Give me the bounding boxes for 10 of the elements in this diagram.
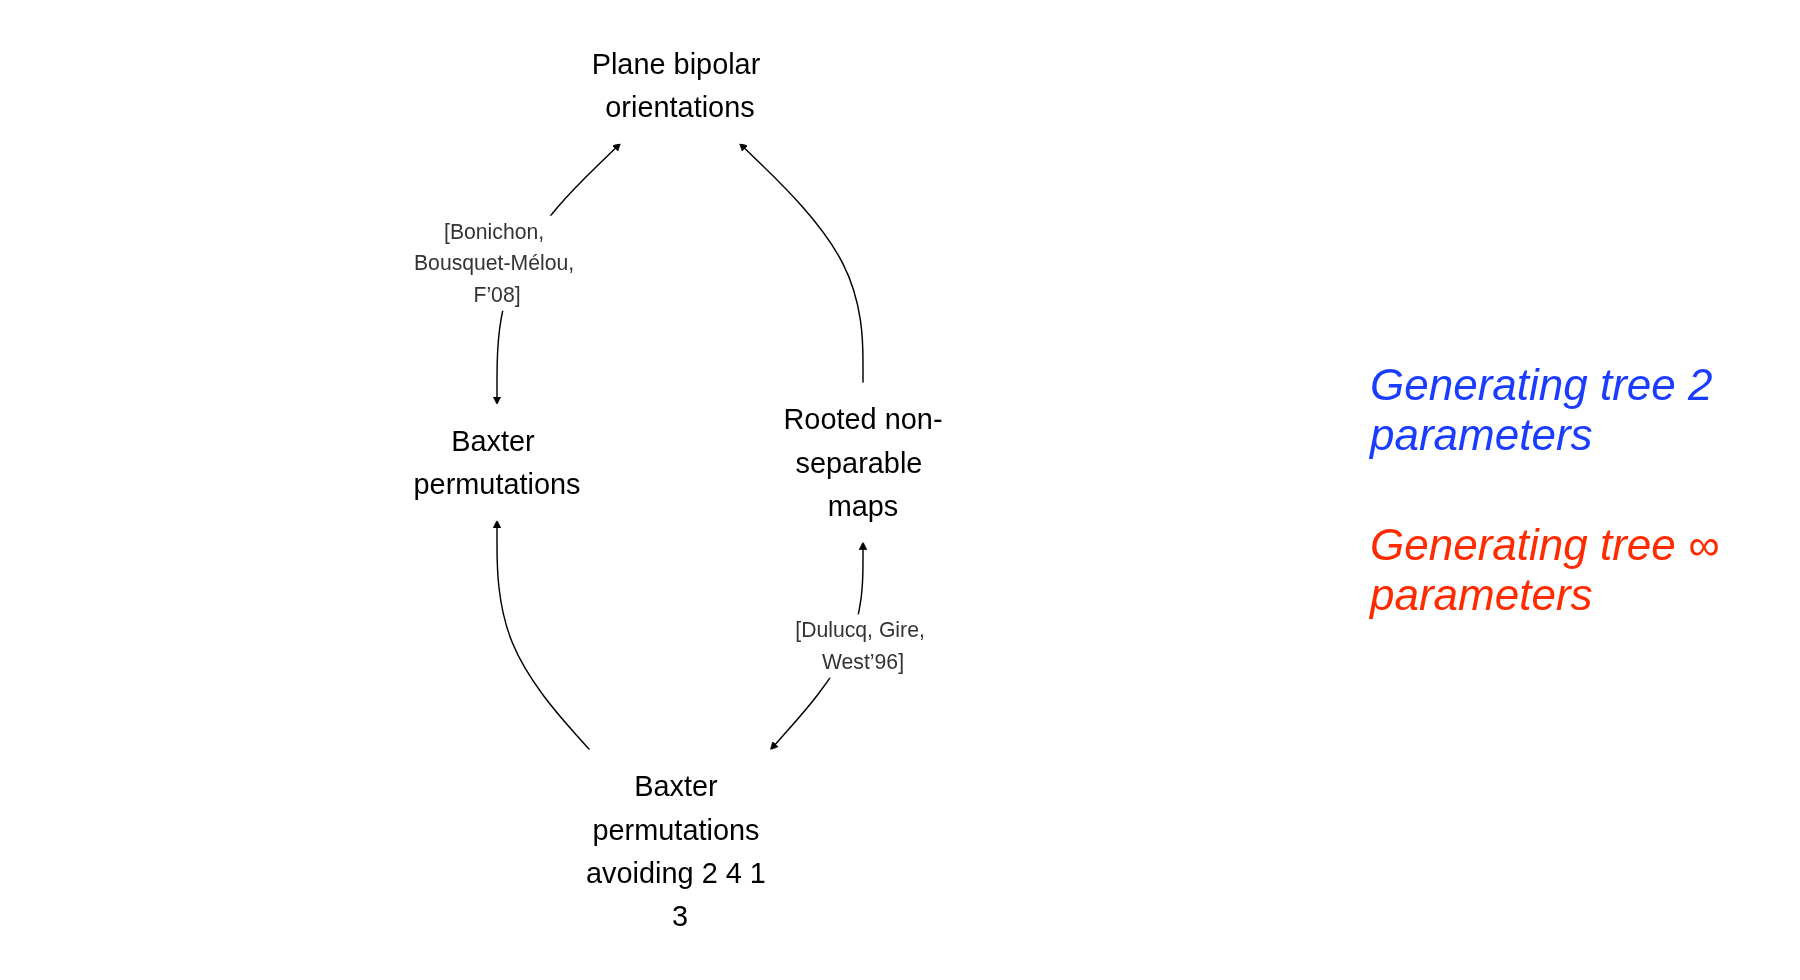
note-text: Generating tree 2 parameters bbox=[1370, 360, 1714, 460]
node-text: Rooted non-separable maps bbox=[783, 403, 943, 522]
node-text: Plane bipolar orientations bbox=[591, 47, 761, 124]
edge-label: [Dulucq, Gire, West’96] bbox=[795, 618, 925, 674]
node-text: Baxter permutations avoiding 2 4 1 3 bbox=[586, 770, 766, 933]
note-text: Generating tree ∞ parameters bbox=[1370, 520, 1721, 620]
node-text: Baxter permutations bbox=[413, 424, 581, 501]
arrow bbox=[492, 519, 591, 751]
arrow bbox=[739, 142, 864, 384]
edge-label: [Bonichon, Bousquet-Mélou, F’08] bbox=[413, 219, 575, 308]
